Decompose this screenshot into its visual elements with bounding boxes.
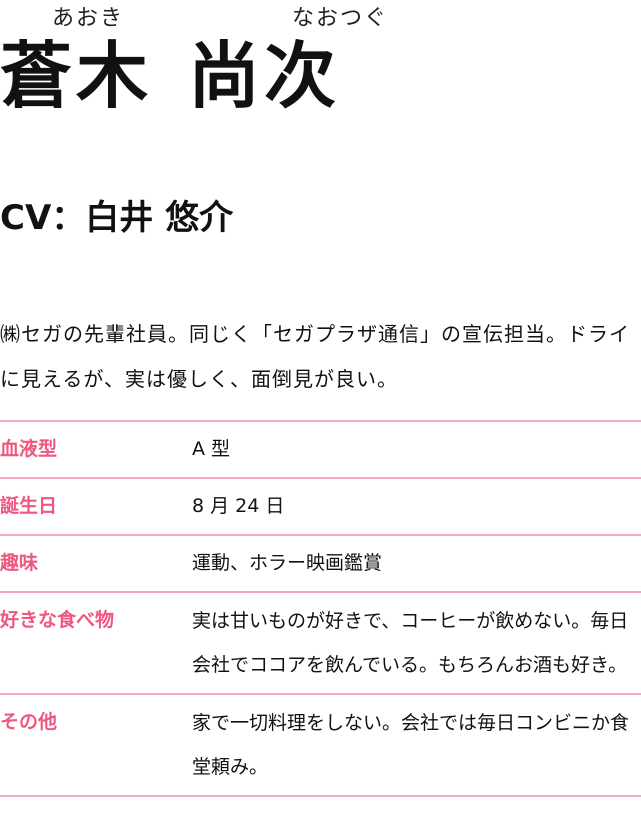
row-label: その他 xyxy=(0,693,192,797)
character-name: 蒼木尚次 xyxy=(0,40,340,112)
row-label: 趣味 xyxy=(0,534,192,593)
given-name: 尚次 xyxy=(188,34,341,118)
row-label: 好きな食べ物 xyxy=(0,591,192,695)
character-description: ㈱セガの先輩社員。同じく「セガプラザ通信」の宣伝担当。ドライに見えるが、実は優し… xyxy=(0,322,630,391)
table-row: その他家で一切料理をしない。会社では毎日コンビニか食堂頼み。 xyxy=(0,693,641,797)
family-name: 蒼木 xyxy=(0,34,153,118)
row-value: A 型 xyxy=(192,420,641,479)
row-value: 実は甘いものが好きで、コーヒーが飲めない。毎日会社でココアを飲んでいる。もちろん… xyxy=(192,591,641,695)
table-row: 趣味運動、ホラー映画鑑賞 xyxy=(0,534,641,593)
row-label: 誕生日 xyxy=(0,477,192,536)
row-value: 運動、ホラー映画鑑賞 xyxy=(192,534,641,593)
ruby-given-name: なおつぐ xyxy=(292,6,389,31)
row-value: 家で一切料理をしない。会社では毎日コンビニか食堂頼み。 xyxy=(192,693,641,797)
ruby-family-name: あおき xyxy=(52,6,125,31)
table-row: 好きな食べ物実は甘いものが好きで、コーヒーが飲めない。毎日会社でココアを飲んでい… xyxy=(0,591,641,695)
row-value: 8 月 24 日 xyxy=(192,477,641,536)
voice-actor: CV：白井 悠介 xyxy=(0,198,234,238)
row-label: 血液型 xyxy=(0,420,192,479)
